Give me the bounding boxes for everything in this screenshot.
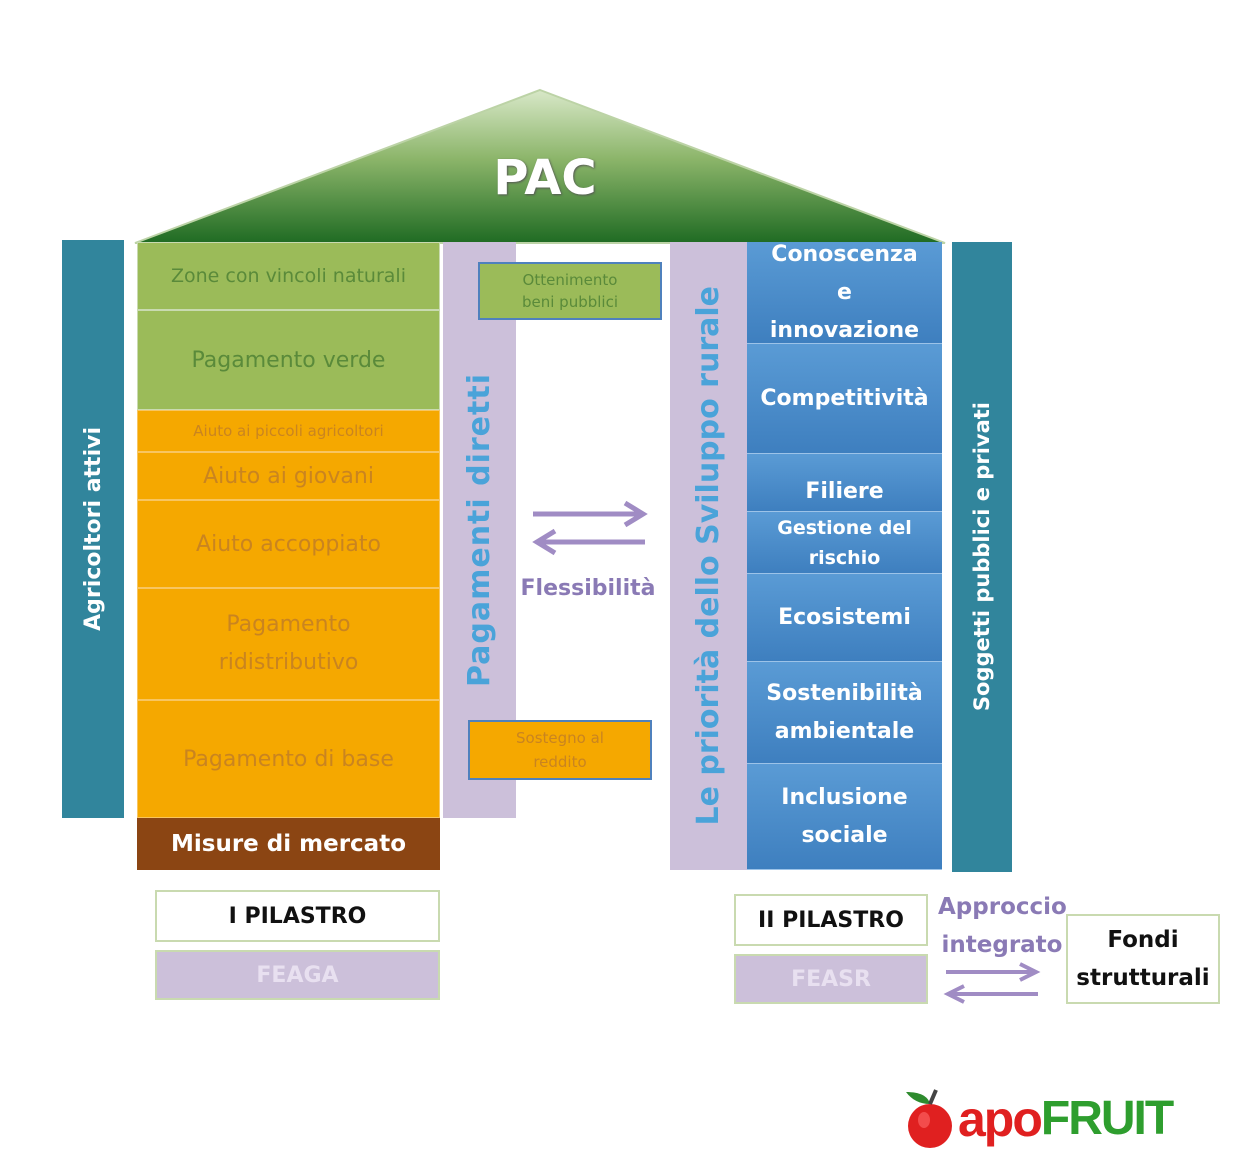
block-piccoli-agricoltori: Aiuto ai piccoli agricoltori <box>137 410 440 452</box>
apple-icon <box>906 1088 952 1148</box>
left-pillar: Agricoltori attivi <box>62 240 124 818</box>
block-pagamento-verde: Pagamento verde <box>137 310 440 410</box>
priority-filiere: Filiere <box>747 454 942 512</box>
direct-payments-label: Pagamenti diretti <box>462 372 497 688</box>
right-pillar-label: Soggetti pubblici e privati <box>970 402 994 712</box>
structural-funds-box: Fondi strutturali <box>1066 914 1220 1004</box>
priority-competitivita: Competitività <box>747 344 942 454</box>
rural-priorities-label: Le priorità dello Sviluppo rurale <box>691 286 726 826</box>
block-aiuto-giovani: Aiuto ai giovani <box>137 452 440 500</box>
income-support-box: Sostegno al reddito <box>468 720 652 780</box>
block-aiuto-accoppiato: Aiuto accoppiato <box>137 500 440 588</box>
priority-conoscenza: Conoscenza e innovazione <box>747 242 942 344</box>
pillar1-fund: FEAGA <box>155 950 440 1000</box>
roof-label: PAC <box>493 150 597 206</box>
block-pagamento-ridistributivo: Pagamento ridistributivo <box>137 588 440 700</box>
priority-inclusione: Inclusione sociale <box>747 764 942 870</box>
logo-suffix: FRUIT <box>1040 1092 1174 1145</box>
block-pagamento-base: Pagamento di base <box>137 700 440 818</box>
flexibility-arrows-icon <box>532 500 648 556</box>
priority-sostenibilita: Sostenibilità ambientale <box>747 662 942 764</box>
priority-gestione-rischio: Gestione del rischio <box>747 512 942 574</box>
pillar2-title: II PILASTRO <box>734 894 928 946</box>
priority-ecosistemi: Ecosistemi <box>747 574 942 662</box>
rural-priorities-column: Le priorità dello Sviluppo rurale <box>670 242 747 870</box>
logo-prefix: APO <box>958 1090 1043 1147</box>
block-zone-vincoli: Zone con vincoli naturali <box>137 242 440 310</box>
apofruit-logo: APO FRUIT <box>884 1076 1229 1161</box>
left-pillar-label: Agricoltori attivi <box>80 427 106 631</box>
public-goods-box: Ottenimento beni pubblici <box>478 262 662 320</box>
roof <box>134 88 946 244</box>
right-pillar: Soggetti pubblici e privati <box>952 242 1012 872</box>
integrated-arrows-icon <box>943 962 1041 1004</box>
pillar2-fund: FEASR <box>734 954 928 1004</box>
integrated-approach-label: Approccio integrato <box>938 894 1067 958</box>
pillar1-title: I PILASTRO <box>155 890 440 942</box>
block-misure-mercato: Misure di mercato <box>137 818 440 870</box>
flexibility-label: Flessibilità <box>520 576 656 601</box>
